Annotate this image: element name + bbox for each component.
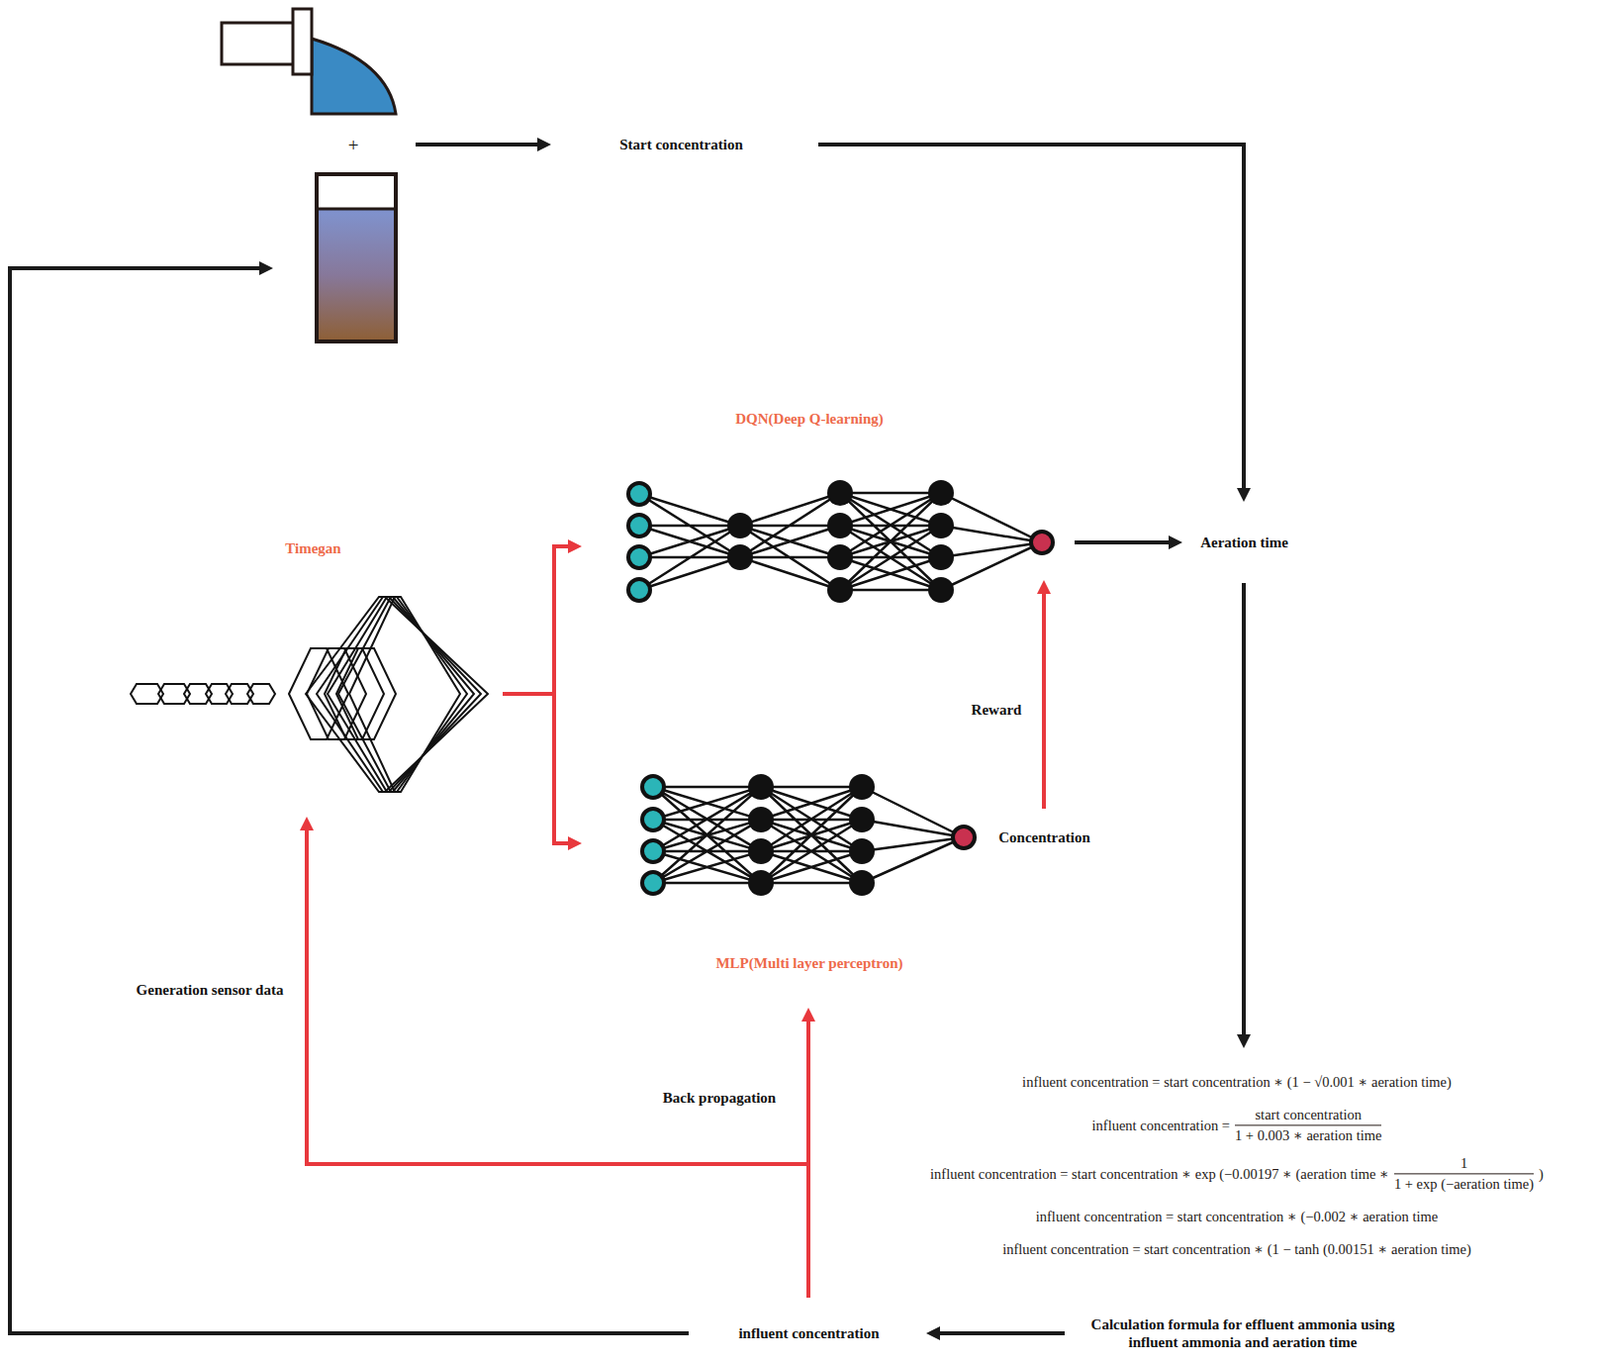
node-heading: Timegan: [284, 539, 341, 558]
network-block: MLP(Multi layer perceptron): [581, 766, 980, 1008]
formula-text: 1: [1460, 1153, 1468, 1172]
edge-label: Generation sensor data: [133, 979, 287, 1000]
node-heading: DQN(Deep Q-learning): [735, 409, 884, 428]
mlp-network: [642, 773, 975, 896]
connector-line: [306, 830, 809, 1298]
connector: [818, 144, 1251, 502]
connector-line: [1241, 582, 1246, 1035]
formula-row: influent concentration = start concentra…: [890, 1153, 1584, 1193]
arrowhead: [926, 1325, 941, 1340]
fraction: start concentration 1 + 0.003 ∗ aeration …: [1234, 1105, 1383, 1144]
caption-label: Calculation formula for effluent ammonia…: [1064, 1311, 1423, 1355]
formula-text: influent concentration = start concentra…: [1035, 1207, 1439, 1225]
network-block: Timegan: [123, 534, 503, 817]
connector: [1036, 579, 1051, 809]
fraction-bar: [1234, 1125, 1383, 1127]
arrowhead: [1168, 535, 1183, 550]
connector: [502, 539, 582, 694]
node-text: Concentration: [997, 828, 1092, 847]
connector-line: [806, 1021, 811, 1298]
connector-line: [1041, 593, 1046, 809]
formula-text: ): [1538, 1164, 1544, 1183]
connector-line: [818, 144, 1244, 488]
flow-arrow: [415, 137, 552, 152]
network-block: DQN(Deep Q-learning): [581, 405, 1075, 580]
fraction: 1 1 + exp (−aeration time): [1394, 1153, 1534, 1193]
connector: [299, 816, 809, 1298]
formula-text: 1 + 0.003 ∗ aeration time: [1234, 1127, 1383, 1145]
connector-line: [502, 546, 568, 694]
formula-row: influent concentration = start concentra…: [890, 1207, 1584, 1225]
arrowhead: [1236, 1034, 1251, 1048]
process-label: Aeration time: [1182, 501, 1307, 583]
plus-sign: +: [345, 133, 363, 159]
return-arrow: [9, 261, 689, 1333]
edge-label: Reward: [968, 699, 1026, 720]
dqn-network: [628, 479, 1053, 603]
formula-text: 1 + exp (−aeration time): [1394, 1175, 1534, 1194]
faucet-icon: [221, 8, 396, 114]
node-text: influent concentration: [737, 1323, 881, 1342]
connector-line: [940, 1330, 1065, 1335]
connector: [926, 1325, 1065, 1340]
connector: [801, 1007, 816, 1298]
arrowhead: [567, 539, 582, 554]
arrowhead: [1036, 579, 1051, 594]
formula-text: influent concentration = start concentra…: [1002, 1239, 1472, 1258]
timegan-figure: [130, 596, 488, 792]
process-label: Start concentration: [544, 125, 819, 164]
node-heading: MLP(Multi layer perceptron): [715, 953, 903, 972]
beaker-icon: [316, 174, 396, 342]
arrowhead: [299, 816, 314, 831]
formula-row: influent concentration = start concentra…: [890, 1239, 1584, 1258]
edge-label: Back propagation: [659, 1087, 779, 1108]
connector: [1236, 582, 1251, 1048]
arrowhead: [801, 1007, 816, 1022]
formula-text: start concentration: [1254, 1105, 1362, 1124]
arrowhead: [1236, 487, 1251, 502]
node-text: Start concentration: [618, 135, 745, 154]
formula-text: influent concentration = start concentra…: [930, 1164, 1390, 1183]
node-text: Aeration time: [1199, 533, 1290, 552]
formula-block: influent concentration = start concentra…: [890, 1047, 1584, 1276]
connector: [502, 693, 582, 850]
connector: [1074, 535, 1183, 550]
output-label: Concentration: [989, 808, 1100, 866]
node-text: Calculation formula for effluent ammonia…: [1074, 1315, 1412, 1351]
formula-row: influent concentration = start concentra…: [890, 1072, 1584, 1091]
formula-text: influent concentration =: [1092, 1116, 1230, 1134]
formula-row: influent concentration =start concentrat…: [890, 1105, 1584, 1144]
process-label: influent concentration: [691, 1297, 927, 1363]
formula-text: influent concentration = start concentra…: [1022, 1072, 1452, 1091]
arrowhead: [567, 836, 582, 850]
connector-line: [502, 693, 568, 844]
connector-line: [1074, 540, 1169, 545]
fraction-bar: [1394, 1173, 1534, 1175]
